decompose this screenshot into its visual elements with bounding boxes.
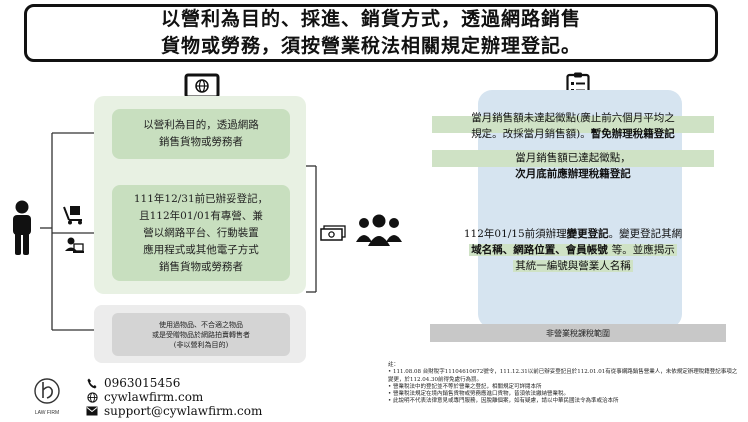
temporary-exempt-label: 暫免辦理稅籍登記 [590, 128, 675, 140]
exempt-box: 使用過物品、不合適之物品 或是受贈物品於網路拍賣轉售者 (非以營利為目的) [112, 313, 290, 356]
website-link[interactable]: cywlawfirm.com [104, 390, 204, 404]
person-icon [8, 200, 36, 256]
title-line-2: 貨物或勞務，須按營業稅法相關規定辦理登記。 [160, 35, 581, 57]
online-seller-icon [64, 236, 84, 256]
reached-text: 當月銷售額已達起徵點， 次月底前應辦理稅籍登記 [420, 150, 726, 182]
email-row[interactable]: support@cywlawfirm.com [86, 404, 262, 418]
online-seller-box: 以營利為目的，透過網路 銷售貨物或勞務者 [112, 109, 290, 159]
box2-line-2: 且112年01/01有專營、兼 [139, 209, 263, 222]
note-item: • 此說明不代表法律意見或專門服務，因脫離個案，如有疑慮，請以中華民國法令為準或… [388, 398, 619, 405]
phone-icon [86, 377, 98, 389]
group-icon [355, 214, 403, 246]
reached-line-1: 當月銷售額已達起徵點， [515, 152, 631, 164]
exempt-line-3: (非以營利為目的) [173, 340, 229, 349]
box2-line-3: 營以網路平台、行動裝置 [143, 226, 259, 239]
not-reached-line-2a: 規定。改採當月銷售額)。 [471, 128, 591, 140]
change-line-2a: 域名稱、網路位置、會員帳號 [469, 244, 610, 256]
box2-line-4: 應用程式或其他電子方式 [143, 243, 259, 256]
website-row[interactable]: cywlawfirm.com [86, 390, 262, 404]
mail-icon [86, 405, 98, 417]
phone-row[interactable]: 0963015456 [86, 376, 262, 390]
exempt-line-2: 或是受贈物品於網路拍賣轉售者 [152, 330, 250, 339]
non-taxable-label: 非營業稅課稅範圍 [546, 328, 610, 338]
title-box: 以營利為目的、採進、銷貨方式，透過網路銷售 貨物或勞務，須按營業稅法相關規定辦理… [24, 4, 718, 62]
note-item: • 111.08.08 台財稅字11104610672號令，111.12.31以… [388, 369, 738, 383]
delivery-icon [62, 205, 84, 225]
contact-block: 0963015456 cywlawfirm.com support@cywlaw… [86, 376, 262, 418]
change-register-text: 112年01/15前須辦理變更登記。變更登記其網 域名稱、網路位置、會員帳號等。… [420, 226, 726, 274]
change-line-1a: 112年01/15前須辦理 [463, 228, 567, 240]
logo-text: LAW FIRM [34, 410, 60, 416]
box1-line-1: 以營利為目的，透過網路 [143, 119, 259, 131]
not-reached-line-1: 當月銷售額未達起徵點(廣止前六個月平均之 [471, 112, 675, 124]
firm-logo: LAW FIRM [30, 376, 64, 420]
reached-line-2: 次月底前應辦理稅籍登記 [515, 168, 631, 180]
exempt-line-1: 使用過物品、不合適之物品 [159, 320, 243, 329]
note-item: • 營業稅法中的登記並不等於營業之登記，相關規定可詳閱本所 [388, 383, 542, 390]
registered-seller-box: 111年12/31前已辦妥登記， 且112年01/01有專營、兼 營以網路平台、… [112, 185, 290, 281]
box2-line-1: 111年12/31前已辦妥登記， [133, 192, 269, 205]
left-connector [40, 132, 94, 331]
note-item: • 營業稅法規定在境內銷售貨物或勞務應進口貨物，皆須依法繳納營業稅。 [388, 391, 570, 398]
change-line-3: 其統一編號與營業人名稱 [513, 260, 633, 272]
change-line-1c: 。變更登記其網 [608, 228, 683, 240]
box1-line-2: 銷售貨物或勞務者 [159, 136, 243, 148]
cash-icon [320, 225, 346, 241]
title-line-1: 以營利為目的、採進、銷貨方式，透過網路銷售 [160, 8, 581, 30]
globe-icon [86, 391, 98, 403]
non-taxable-bar: 非營業稅課稅範圍 [430, 324, 726, 342]
email-link[interactable]: support@cywlawfirm.com [104, 404, 263, 418]
highlight-bar-1 [432, 116, 714, 133]
phone-number[interactable]: 0963015456 [104, 376, 181, 390]
notes-heading: 註： [388, 362, 400, 368]
change-line-2b: 等。並應揭示 [609, 244, 677, 256]
notes: 註： • 111.08.08 台財稅字11104610672號令，111.12.… [388, 362, 738, 406]
box2-line-5: 銷售貨物或勞務者 [159, 260, 243, 273]
middle-connector [306, 165, 317, 293]
highlight-bar-2 [432, 150, 714, 167]
not-reached-text: 當月銷售額未達起徵點(廣止前六個月平均之 規定。改採當月銷售額)。暫免辦理稅籍登… [420, 110, 726, 142]
change-register-label: 變更登記 [566, 228, 609, 240]
